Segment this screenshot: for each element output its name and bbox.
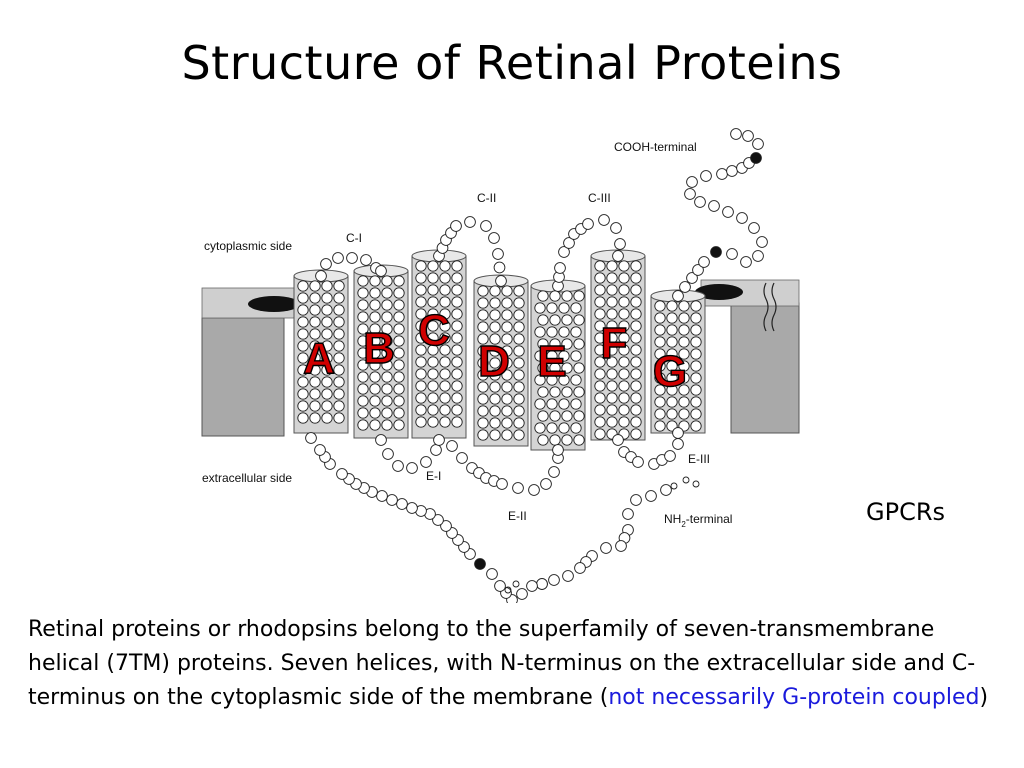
label-cooh-terminal: COOH-terminal: [614, 140, 697, 154]
helix-letter-a: A: [303, 334, 335, 383]
body-text-end: ): [979, 685, 989, 710]
helix-letter-b: B: [363, 324, 395, 373]
helix-letter-g: G: [653, 347, 687, 396]
helix-letter-f: F: [601, 319, 628, 368]
helix-1: [293, 269, 349, 434]
helix-5: [530, 279, 586, 451]
helix-letter-e: E: [537, 337, 566, 386]
label-nh2-terminal: NH2-terminal: [664, 512, 732, 529]
chain-segment-7: [433, 216, 507, 287]
chain-segment-2: [305, 432, 548, 603]
label-extracellular-side: extracellular side: [202, 471, 292, 485]
palmitoyl-anchor: [763, 282, 777, 332]
helix-4: [473, 274, 529, 447]
label-e3: E-III: [688, 452, 710, 466]
chain-segment-8: [552, 214, 626, 292]
helix-letter-d: D: [478, 337, 510, 386]
label-c1: C-I: [346, 231, 362, 245]
helix-3: [411, 249, 467, 439]
body-text-start: Retinal proteins or rhodopsins belong to…: [28, 617, 976, 710]
chain-segment-1: [536, 484, 672, 590]
label-e2: E-II: [508, 509, 527, 523]
body-highlight: not necessarily G-protein coupled: [608, 685, 980, 710]
chain-segment-6: [315, 252, 387, 282]
slide-title: Structure of Retinal Proteins: [181, 36, 843, 90]
chain-segment-4: [446, 440, 564, 496]
amino-acid-chain: [305, 128, 768, 603]
label-e1: E-I: [426, 469, 441, 483]
label-c3: C-III: [588, 191, 611, 205]
membrane-right-hole: [695, 284, 743, 300]
chain-segment-9: [672, 128, 768, 302]
figure-labels: cytoplasmic side extracellular side COOH…: [202, 140, 732, 529]
membrane: [201, 279, 800, 437]
glycosylation-marks: [504, 476, 700, 594]
gpcrs-caption: GPCRs: [866, 498, 946, 526]
helix-6: [590, 249, 646, 441]
membrane-left-front: [201, 317, 285, 437]
chain-segment-3: [375, 434, 445, 474]
chain-segment-5: [612, 427, 684, 470]
label-c2: C-II: [477, 191, 496, 205]
membrane-left-hole: [248, 296, 300, 312]
body-paragraph: Retinal proteins or rhodopsins belong to…: [28, 613, 998, 715]
helix-letter-c: C: [418, 306, 450, 355]
membrane-right-front: [730, 302, 800, 434]
label-cytoplasmic-side: cytoplasmic side: [204, 239, 292, 253]
